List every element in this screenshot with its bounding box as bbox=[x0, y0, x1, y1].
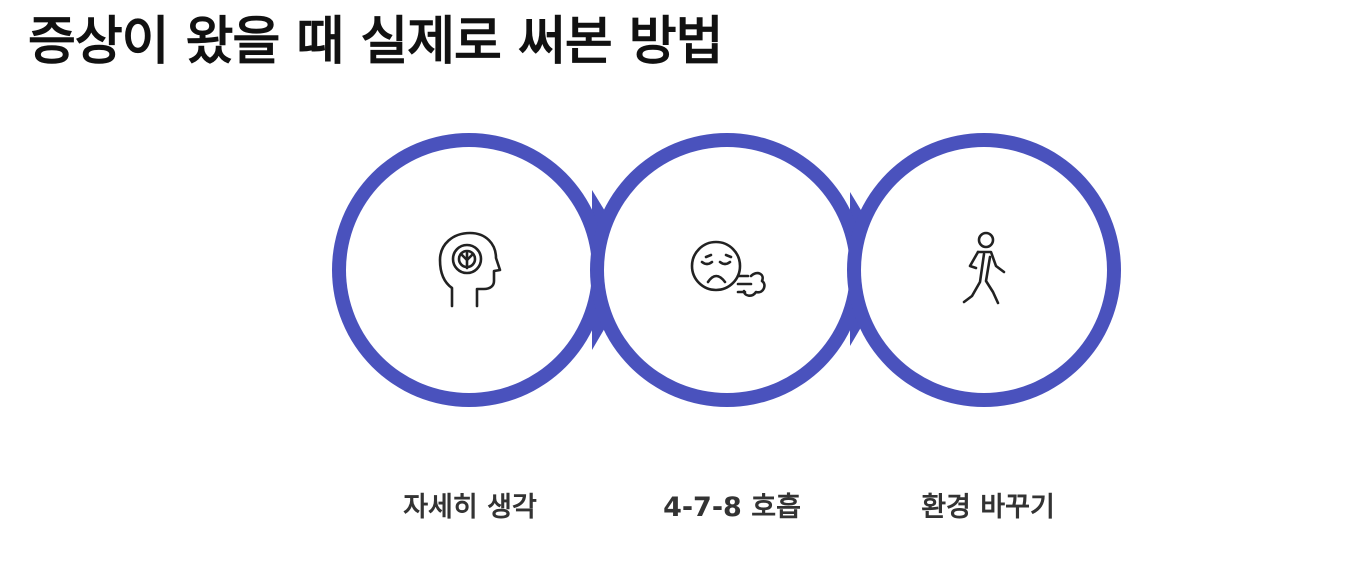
step-label-2: 4-7-8 호흡 bbox=[663, 492, 801, 523]
step-ring-2 bbox=[590, 133, 864, 407]
step-ring-1 bbox=[332, 133, 606, 407]
page-title: 증상이 왔을 때 실제로 써본 방법 bbox=[28, 12, 723, 72]
walking-person-icon bbox=[962, 231, 1006, 305]
step-label-3: 환경 바꾸기 bbox=[921, 492, 1055, 523]
head-brain-icon bbox=[438, 231, 502, 308]
step-ring-3 bbox=[847, 133, 1121, 407]
exhaling-face-icon bbox=[690, 240, 766, 297]
step-label-1: 자세히 생각 bbox=[403, 492, 537, 523]
